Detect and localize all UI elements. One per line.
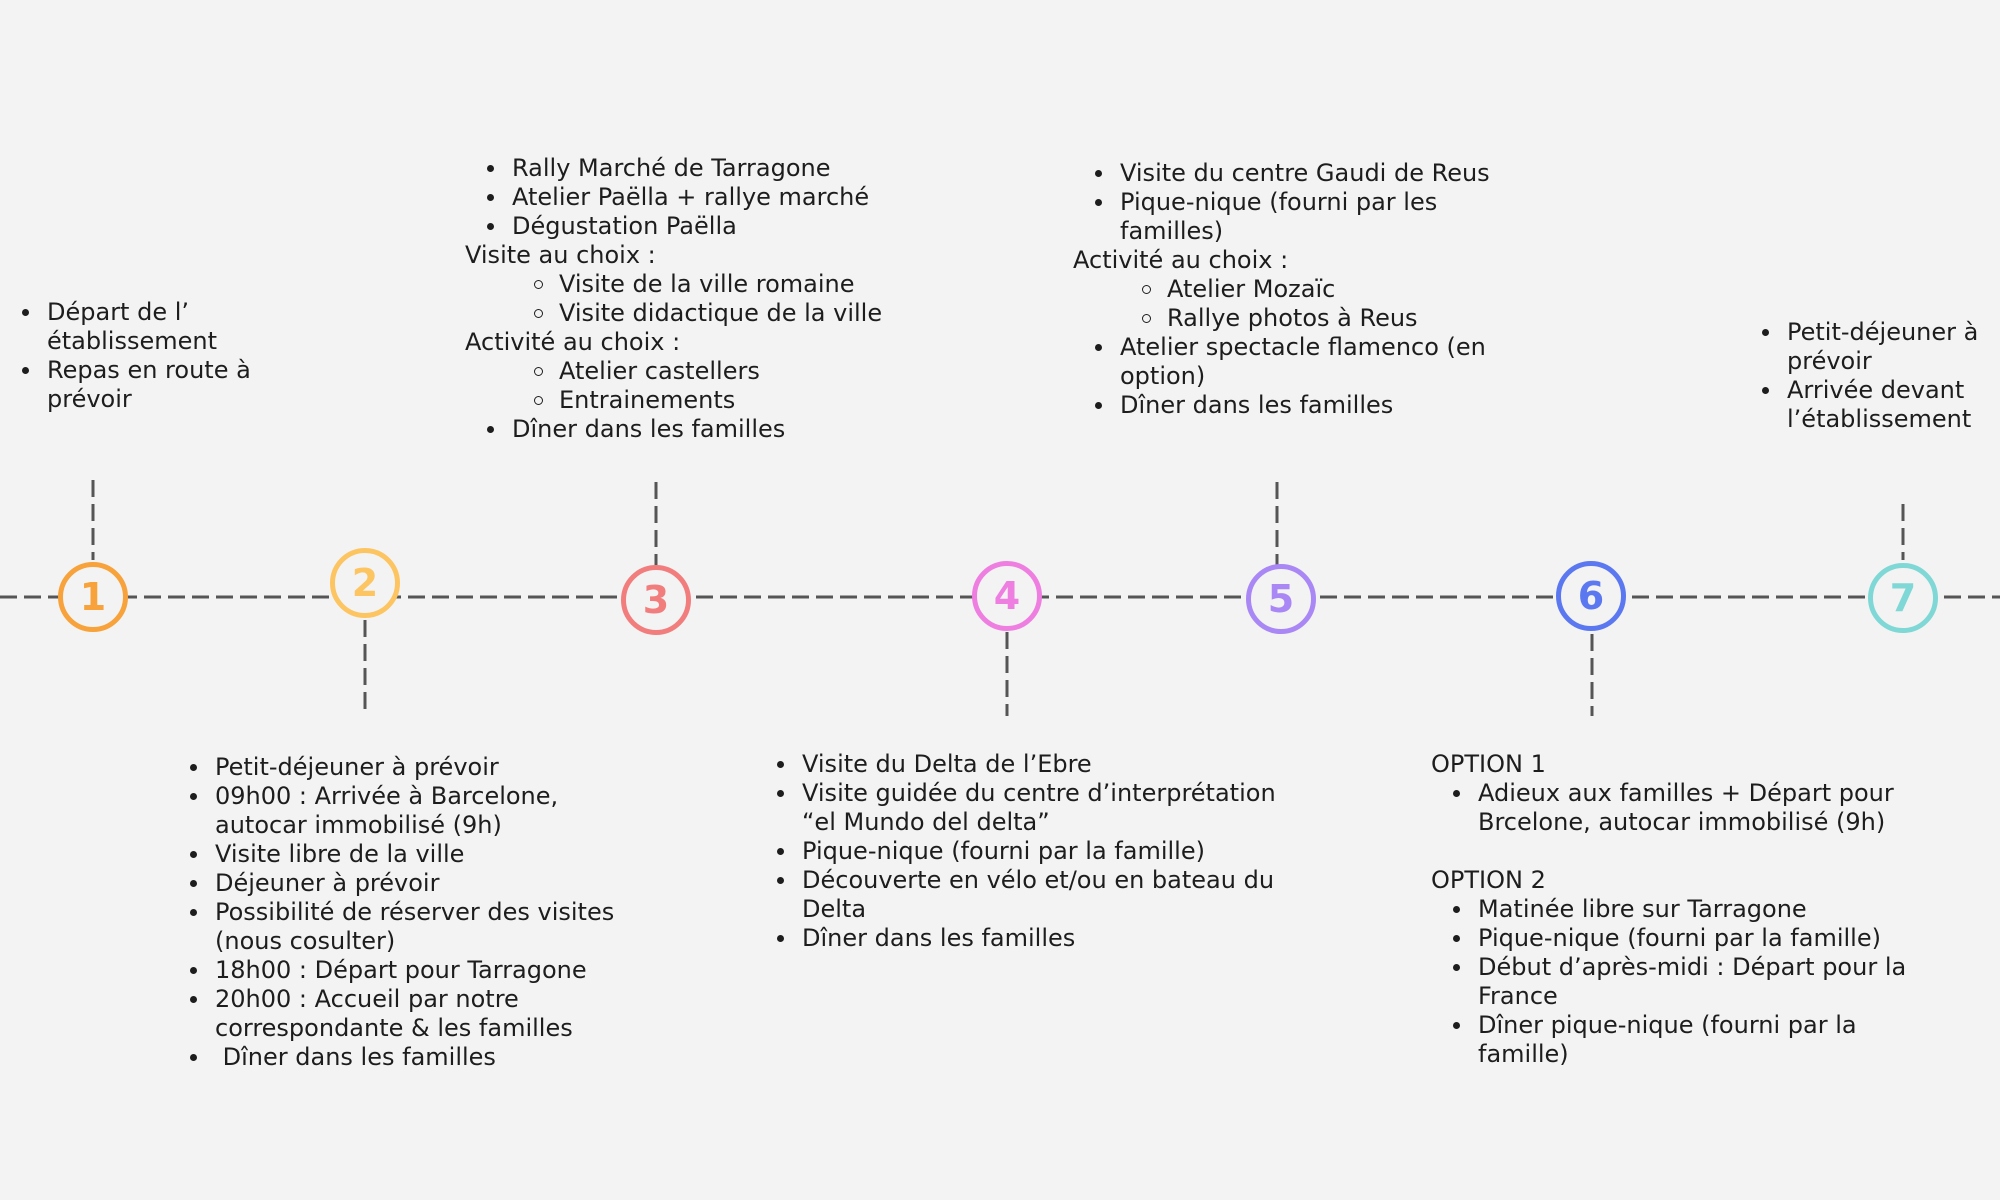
step-3-activity-item: Entrainements bbox=[465, 386, 985, 415]
step-3-choice-item: Visite didactique de la ville bbox=[465, 299, 985, 328]
step-5-choice-item: Atelier Mozaïc bbox=[1073, 275, 1513, 304]
step-5-choice-item: Rallye photos à Reus bbox=[1073, 304, 1513, 333]
step-3-item: Dégustation Paëlla bbox=[465, 212, 985, 241]
step-2-item: 18h00 : Départ pour Tarragone bbox=[168, 956, 648, 985]
step-3-choice-heading: Visite au choix : bbox=[465, 241, 656, 269]
step-7-item: Arrivée devant l’établissement bbox=[1740, 376, 1990, 434]
step-2-item: Dîner dans les familles bbox=[168, 1043, 648, 1072]
step-2-item: 09h00 : Arrivée à Barcelone, autocar imm… bbox=[168, 782, 648, 840]
step-3-item: Atelier Paëlla + rallye marché bbox=[465, 183, 985, 212]
step-4-item: Visite guidée du centre d’interprétation… bbox=[755, 779, 1315, 837]
step-2-item: Visite libre de la ville bbox=[168, 840, 648, 869]
step-3-text: Rally Marché de Tarragone Atelier Paëlla… bbox=[465, 154, 985, 444]
step-2-item: Déjeuner à prévoir bbox=[168, 869, 648, 898]
step-2-text: Petit-déjeuner à prévoir 09h00 : Arrivée… bbox=[168, 753, 648, 1072]
step-3-item: Dîner dans les familles bbox=[465, 415, 985, 444]
step-5-text: Visite du centre Gaudi de Reus Pique-niq… bbox=[1073, 159, 1513, 420]
step-4-item: Découverte en vélo et/ou en bateau du De… bbox=[755, 866, 1315, 924]
step-5-item: Pique-nique (fourni par les familles) bbox=[1073, 188, 1513, 246]
step-4-item: Visite du Delta de l’Ebre bbox=[755, 750, 1315, 779]
step-6-text: OPTION 1 Adieux aux familles + Départ po… bbox=[1431, 750, 1951, 1069]
step-6-option2-item: Matinée libre sur Tarragone bbox=[1431, 895, 1951, 924]
step-5-item: Visite du centre Gaudi de Reus bbox=[1073, 159, 1553, 188]
step-1-item: Repas en route à prévoir bbox=[0, 356, 260, 414]
step-3-choice-item: Visite de la ville romaine bbox=[465, 270, 985, 299]
step-2-item: Possibilité de réserver des visites (nou… bbox=[168, 898, 648, 956]
step-5-item: Dîner dans les familles bbox=[1073, 391, 1513, 420]
step-1-node: 1 bbox=[58, 562, 128, 632]
step-7-node: 7 bbox=[1868, 563, 1938, 633]
step-6-option2-item: Pique-nique (fourni par la famille) bbox=[1431, 924, 1951, 953]
step-3-node: 3 bbox=[621, 565, 691, 635]
step-5-node: 5 bbox=[1246, 564, 1316, 634]
step-6-option1-heading: OPTION 1 bbox=[1431, 750, 1546, 778]
step-5-item: Atelier spectacle flamenco (en option) bbox=[1073, 333, 1513, 391]
step-6-spacer bbox=[1431, 837, 1951, 866]
step-4-text: Visite du Delta de l’Ebre Visite guidée … bbox=[755, 750, 1315, 953]
step-4-item: Pique-nique (fourni par la famille) bbox=[755, 837, 1315, 866]
step-7-text: Petit-déjeuner à prévoir Arrivée devant … bbox=[1740, 318, 1990, 434]
step-6-node: 6 bbox=[1556, 561, 1626, 631]
step-2-node: 2 bbox=[330, 548, 400, 618]
step-6-option2-heading: OPTION 2 bbox=[1431, 866, 1546, 894]
step-6-option2-item: Dîner pique-nique (fourni par la famille… bbox=[1431, 1011, 1951, 1069]
step-2-item: 20h00 : Accueil par notre correspondante… bbox=[168, 985, 648, 1043]
step-2-item: Petit-déjeuner à prévoir bbox=[168, 753, 648, 782]
step-3-item: Rally Marché de Tarragone bbox=[465, 154, 985, 183]
step-3-activity-heading: Activité au choix : bbox=[465, 328, 681, 356]
step-7-item: Petit-déjeuner à prévoir bbox=[1740, 318, 1990, 376]
step-6-option2-item: Début d’après-midi : Départ pour la Fran… bbox=[1431, 953, 1951, 1011]
step-5-choice-heading: Activité au choix : bbox=[1073, 246, 1289, 274]
step-3-activity-item: Atelier castellers bbox=[465, 357, 985, 386]
step-4-node: 4 bbox=[972, 561, 1042, 631]
step-6-option1-item: Adieux aux familles + Départ pour Brcelo… bbox=[1431, 779, 1951, 837]
step-4-item: Dîner dans les familles bbox=[755, 924, 1315, 953]
step-1-item: Départ de l’ établissement bbox=[0, 298, 260, 356]
step-1-text: Départ de l’ établissement Repas en rout… bbox=[0, 298, 260, 414]
